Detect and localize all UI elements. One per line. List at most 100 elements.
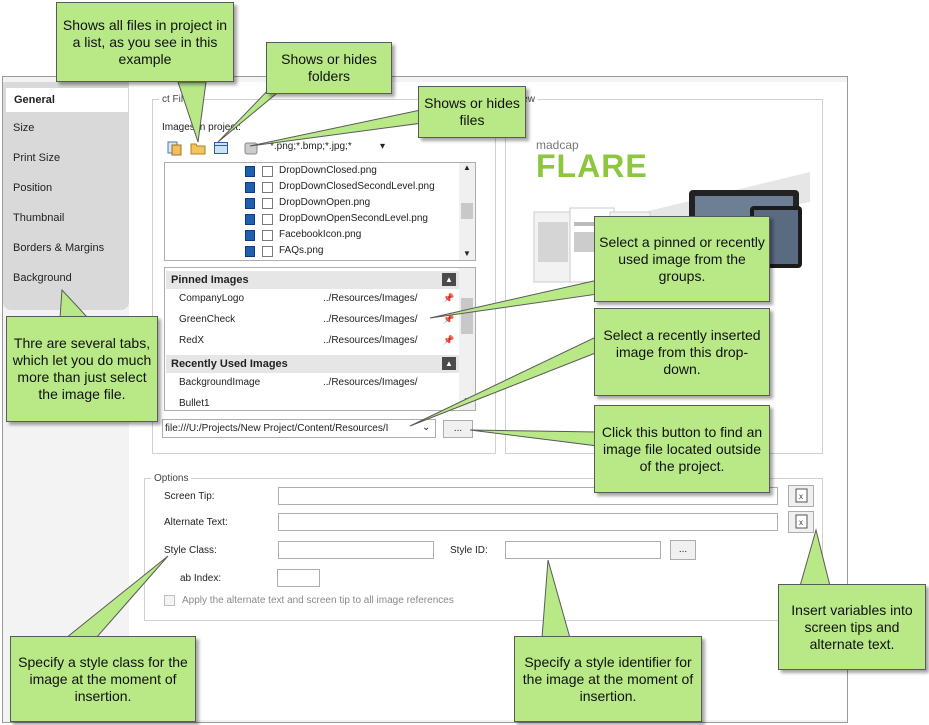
file-name: DropDownOpen.png: [279, 197, 371, 208]
pin-icon[interactable]: 📌: [443, 314, 455, 324]
callout-recent: Select a recently inserted image from th…: [594, 308, 770, 396]
callout-folders: Shows or hides folders: [266, 42, 392, 94]
file-name: DropDownOpenSecondLevel.png: [279, 213, 428, 224]
file-checkbox[interactable]: [262, 214, 273, 225]
pinned-image-name: RedX: [179, 335, 205, 346]
scroll-up-icon[interactable]: ▲: [463, 163, 471, 172]
pinned-image-item[interactable]: RedX ../Resources/Images/ 📌: [179, 335, 454, 351]
folder-icon[interactable]: [190, 140, 206, 156]
pointer-pinned: [429, 279, 599, 319]
alternate-text-input[interactable]: [278, 513, 778, 531]
image-file-icon: [245, 182, 255, 193]
style-class-input[interactable]: [278, 541, 434, 559]
recent-image-item[interactable]: BackgroundImage../Resources/Images/: [179, 377, 449, 393]
callout-style-class: Specify a style class for the image at t…: [10, 636, 196, 722]
recent-images-header[interactable]: Recently Used Images ▲: [166, 355, 460, 373]
pin-icon[interactable]: 📌: [443, 335, 455, 345]
images-in-project-label: Images in project:: [162, 122, 241, 133]
recent-image-item[interactable]: Bullet1: [179, 398, 449, 410]
file-name: DropDownClosed.png: [279, 165, 377, 176]
recent-path-value: file:///U:/Projects/New Project/Content/…: [165, 423, 389, 434]
tab-index-label: ab Index:: [180, 573, 222, 584]
browse-button[interactable]: ...: [443, 420, 473, 438]
collapse-icon[interactable]: ▲: [442, 273, 456, 286]
pointer-browse: [469, 429, 599, 447]
select-file-legend: ct File: [162, 94, 189, 105]
options-legend: Options: [154, 473, 189, 484]
pinned-images-title: Pinned Images: [171, 274, 249, 286]
tab-position[interactable]: Position: [13, 182, 53, 194]
brand-logo-text: FLARE: [536, 148, 648, 184]
brand-small-text: madcap: [536, 138, 579, 152]
recent-image-path: ../Resources/Images/: [323, 377, 418, 388]
tab-borders-margins[interactable]: Borders & Margins: [13, 242, 105, 254]
callout-list-view: Shows all files in project in a list, as…: [56, 2, 234, 82]
apply-all-checkbox[interactable]: [164, 595, 175, 606]
tab-general[interactable]: General: [6, 88, 128, 112]
file-checkbox[interactable]: [262, 182, 273, 193]
file-name: FAQs.png: [279, 245, 324, 256]
collapse-icon[interactable]: ▲: [442, 357, 456, 370]
pinned-list-scroll-thumb[interactable]: [461, 298, 473, 334]
image-file-icon: [245, 246, 255, 257]
recent-image-name: Bullet1: [179, 398, 210, 409]
file-name: FacebookIcon.png: [279, 229, 362, 240]
file-checkbox[interactable]: [262, 246, 273, 257]
recent-images-title: Recently Used Images: [171, 358, 288, 370]
callout-variables: Insert variables into screen tips and al…: [778, 584, 926, 670]
chevron-down-icon: ▾: [380, 141, 386, 152]
file-filter-value: *.png;*.bmp;*.jpg;*: [270, 141, 352, 152]
style-class-label: Style Class:: [164, 545, 217, 556]
style-id-browse-button[interactable]: ...: [670, 540, 696, 560]
callout-style-id: Specify a style identifier for the image…: [514, 636, 702, 722]
pointer-style-class: [64, 555, 169, 639]
callout-browse: Click this button to find an image file …: [594, 405, 770, 493]
image-file-icon: [245, 214, 255, 225]
pointer-files: [249, 107, 431, 147]
insert-variable-alt-text-button[interactable]: x: [788, 511, 814, 533]
recent-path-dropdown[interactable]: file:///U:/Projects/New Project/Content/…: [162, 419, 436, 438]
variable-icon-text: x: [799, 492, 803, 501]
insert-variable-screen-tip-button[interactable]: x: [788, 485, 814, 507]
pinned-image-name: CompanyLogo: [179, 293, 245, 304]
callout-files: Shows or hides files: [418, 86, 526, 138]
pointer-style-id: [541, 559, 571, 639]
alternate-text-label: Alternate Text:: [164, 517, 228, 528]
tab-index-input[interactable]: [277, 569, 320, 587]
tab-thumbnail[interactable]: Thumbnail: [13, 212, 65, 224]
pinned-image-item[interactable]: GreenCheck../Resources/Images/📌: [179, 314, 454, 330]
pinned-image-name: GreenCheck: [179, 314, 236, 325]
pointer-tabs: [59, 288, 90, 319]
variable-icon: x: [795, 488, 808, 503]
pointer-recent: [409, 335, 599, 427]
list-view-icon[interactable]: [167, 140, 183, 156]
screen-tip-label: Screen Tip:: [164, 491, 215, 502]
pointer-list-view: [177, 81, 207, 143]
options-group: Options: [144, 473, 823, 621]
file-list-scroll-thumb[interactable]: [461, 203, 473, 219]
file-checkbox[interactable]: [262, 198, 273, 209]
pinned-recent-list[interactable]: Pinned Images ▲ CompanyLogo../Resources/…: [164, 267, 476, 411]
pinned-images-header[interactable]: Pinned Images ▲: [166, 271, 460, 289]
select-file-group: ct File: [152, 94, 496, 454]
pinned-image-item[interactable]: CompanyLogo../Resources/Images/📌: [179, 293, 454, 309]
tab-size[interactable]: Size: [13, 122, 35, 134]
file-checkbox[interactable]: [262, 230, 273, 241]
tab-print-size[interactable]: Print Size: [13, 152, 61, 164]
style-id-input[interactable]: [505, 541, 661, 559]
file-filter-dropdown[interactable]: *.png;*.bmp;*.jpg;* ▾: [270, 141, 390, 157]
tab-background[interactable]: Background: [13, 272, 72, 284]
chevron-down-icon[interactable]: ⌄: [422, 422, 431, 433]
variable-icon-text: x: [799, 518, 803, 527]
scroll-down-icon[interactable]: ▼: [463, 249, 471, 258]
files-toggle-icon[interactable]: [213, 140, 229, 156]
tab-strip: General Size Print Size Position Thumbna…: [3, 82, 129, 310]
file-list-scrollbar[interactable]: ▲ ▼: [459, 163, 475, 260]
image-file-icon: [245, 166, 255, 177]
file-checkbox[interactable]: [262, 166, 273, 177]
pin-icon[interactable]: 📌: [443, 293, 455, 303]
pinned-image-path: ../Resources/Images/: [323, 335, 418, 346]
pointer-variables: [799, 528, 831, 587]
